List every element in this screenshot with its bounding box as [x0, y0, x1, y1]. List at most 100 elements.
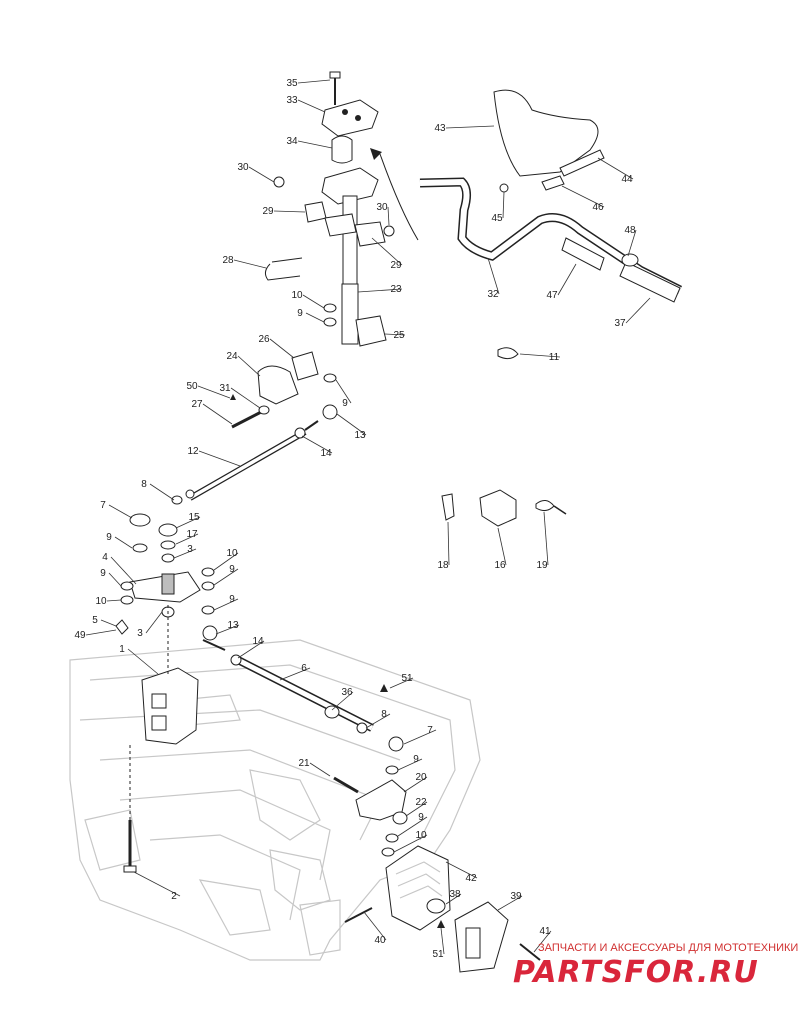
callout-label: 46	[592, 202, 604, 213]
column-clamp-lower	[321, 167, 379, 205]
callout-leader	[331, 691, 354, 711]
callout-leader	[279, 667, 311, 681]
callout-leader	[133, 871, 181, 897]
callout-label: 21	[298, 758, 310, 769]
callout-label: 24	[226, 351, 238, 362]
callout-label: 6	[301, 663, 307, 674]
callout-leader	[440, 927, 445, 955]
callout-leader	[145, 611, 163, 634]
callout-leader	[625, 297, 651, 324]
callout-label: 9	[100, 568, 106, 579]
callout-leader	[403, 729, 437, 745]
callout-leader	[230, 387, 261, 409]
callout-leader	[114, 536, 133, 549]
callout-label: 38	[449, 889, 461, 900]
callout-leader	[445, 125, 495, 129]
callout-label: 14	[252, 636, 264, 647]
callout-label: 7	[100, 500, 106, 511]
steering-arm-assembly	[115, 513, 226, 651]
callout-leader	[269, 338, 295, 359]
callout-leader	[305, 312, 325, 323]
callout-leader	[297, 140, 333, 149]
callout-label: 39	[510, 891, 522, 902]
callout-leader	[273, 210, 306, 213]
callout-leader	[365, 713, 391, 729]
callout-leader	[301, 435, 333, 454]
steering-bracket-1	[123, 605, 199, 873]
callout-label: 7	[427, 725, 433, 736]
callout-label: 22	[415, 797, 427, 808]
callout-label: 9	[229, 594, 235, 605]
callout-label: 33	[286, 95, 298, 106]
callout-label: 5	[92, 615, 98, 626]
u-bolt	[264, 257, 303, 281]
callout-label: 12	[187, 446, 199, 457]
watermark: ЗАПЧАСТИ И АКСЕССУАРЫ ДЛЯ МОТОТЕХНИКИ PA…	[513, 942, 798, 990]
callout-label: 27	[191, 399, 203, 410]
callout-leader	[405, 801, 428, 817]
column-tube-lower	[341, 283, 359, 345]
callout-label: 10	[226, 548, 238, 559]
callout-leader	[233, 259, 267, 269]
callout-leader	[387, 206, 390, 226]
callout-leader	[445, 861, 478, 879]
callout-leader	[627, 229, 637, 257]
callout-leader	[85, 629, 117, 636]
callout-label: 9	[297, 308, 303, 319]
callout-leader	[403, 776, 428, 793]
callout-leader	[335, 379, 352, 404]
handlebar-assembly	[370, 89, 683, 303]
callout-label: 4	[102, 552, 108, 563]
callout-leader	[397, 758, 423, 771]
callout-label: 18	[437, 560, 449, 571]
skid-boot-assembly	[344, 845, 541, 973]
callout-label: 23	[390, 284, 402, 295]
callout-leader	[149, 483, 175, 501]
callout-leader	[213, 568, 239, 586]
callout-leader	[110, 556, 137, 585]
callout-leader	[173, 548, 197, 559]
callout-label: 14	[320, 448, 332, 459]
callout-label: 28	[222, 255, 234, 266]
callout-label: 41	[539, 926, 551, 937]
callout-label: 3	[187, 544, 193, 555]
callout-label: 3	[137, 628, 143, 639]
callout-leader	[237, 640, 265, 659]
column-mount-bracket	[257, 365, 299, 405]
handlebar-pad	[493, 89, 599, 177]
callout-label: 30	[376, 202, 388, 213]
callout-label: 26	[258, 334, 270, 345]
callout-leader	[108, 504, 133, 519]
callout-label: 10	[291, 290, 303, 301]
callout-label: 1	[119, 644, 125, 655]
callout-label: 13	[354, 430, 366, 441]
callout-label: 42	[465, 873, 477, 884]
callout-label: 43	[434, 123, 446, 134]
callout-label: 45	[491, 213, 503, 224]
grip-end	[619, 261, 681, 303]
callout-label: 51	[401, 673, 413, 684]
callout-leader	[445, 893, 462, 905]
callout-label: 32	[487, 289, 499, 300]
callout-leader	[597, 157, 634, 180]
grip	[561, 237, 605, 271]
callout-leader	[106, 599, 122, 602]
callout-leader	[297, 99, 326, 113]
callout-leader	[237, 355, 261, 377]
callout-label: 9	[229, 564, 235, 575]
drag-link-6	[230, 654, 404, 775]
callout-label: 35	[286, 78, 298, 89]
callout-label: 9	[106, 532, 112, 543]
callout-leader	[557, 263, 577, 296]
callout-leader	[108, 572, 122, 587]
callout-leader	[202, 403, 233, 425]
callout-leader	[389, 677, 414, 689]
callout-label: 15	[188, 512, 200, 523]
callout-label: 48	[624, 225, 636, 236]
callout-leader	[519, 353, 561, 358]
callout-leader	[215, 624, 240, 635]
watermark-tagline: ЗАПЧАСТИ И АКСЕССУАРЫ ДЛЯ МОТОТЕХНИКИ	[538, 942, 798, 954]
callout-label: 10	[95, 596, 107, 607]
column-bushing	[331, 135, 353, 164]
callout-leader	[393, 834, 428, 853]
